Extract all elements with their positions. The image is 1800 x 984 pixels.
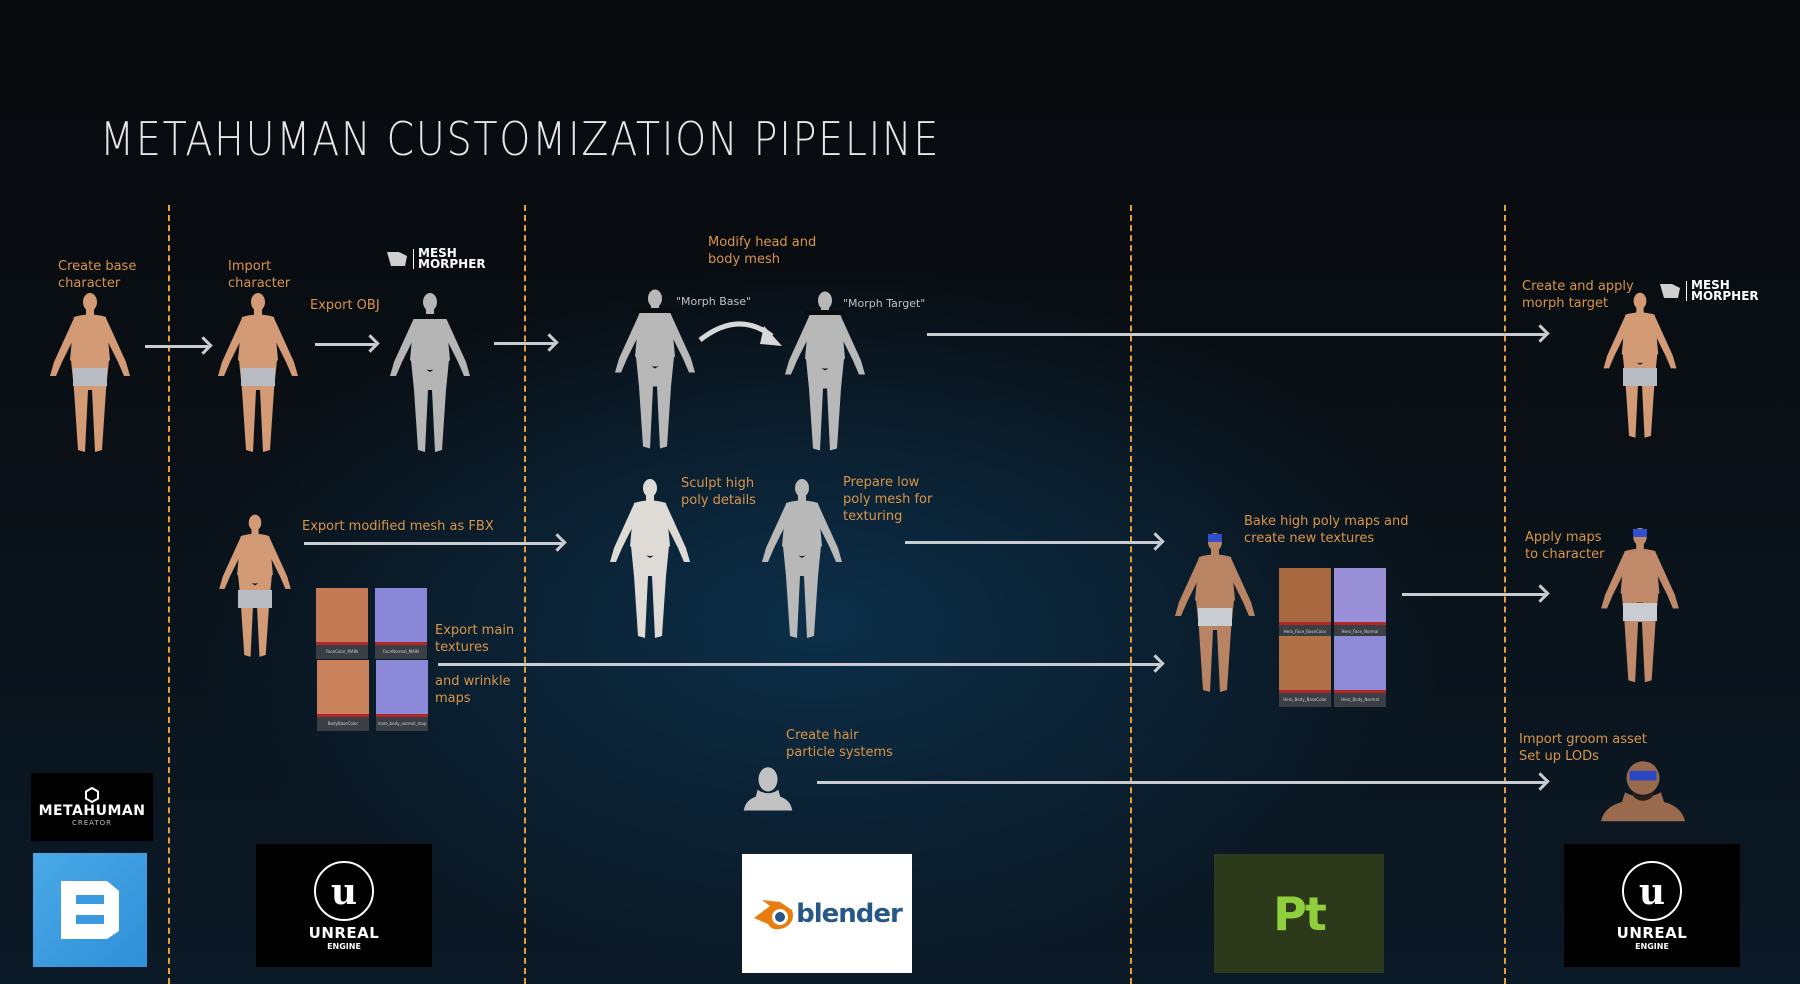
label-bake-maps: Bake high poly maps and create new textu… <box>1244 514 1409 546</box>
figure-morph-base <box>605 284 705 459</box>
label-morph-base: "Morph Base" <box>676 295 752 308</box>
arrow <box>1402 593 1545 596</box>
daz-bridge-logo <box>33 853 147 967</box>
logo-text: blender <box>796 898 903 929</box>
mesh-morpher-icon <box>1660 284 1680 298</box>
blender-logo: blender <box>742 854 912 973</box>
arrow <box>817 781 1545 784</box>
unreal-engine-logo: u UNREAL ENGINE <box>256 844 432 967</box>
texture-image <box>1334 568 1386 625</box>
metahuman-creator-logo: METAHUMAN CREATOR <box>31 773 153 841</box>
texture-image <box>316 588 368 645</box>
logo-text: MORPHER <box>1691 289 1759 303</box>
figure-morph-target <box>775 286 875 461</box>
figure-morphed-character <box>1590 290 1690 445</box>
figure-obj-mesh <box>380 290 480 460</box>
texture-label: BodyBaseColor <box>317 717 369 731</box>
substance-painter-logo: Pt <box>1214 854 1384 973</box>
texture-image <box>317 660 369 717</box>
unreal-u-icon: u <box>314 861 374 921</box>
arrow <box>315 343 375 346</box>
texture-image <box>1279 568 1331 625</box>
label-export-obj: Export OBJ <box>310 298 380 313</box>
label-import-character: Import character <box>228 259 291 291</box>
logo-text: UNREAL <box>1616 924 1688 942</box>
svg-text:u: u <box>331 871 357 913</box>
logo-text: UNREAL <box>308 924 380 942</box>
arrow <box>927 333 1545 336</box>
figure-baked-character <box>1165 530 1265 700</box>
label-morph-target: "Morph Target" <box>843 297 926 310</box>
texture-thumbnail: FaceColor_MAIN <box>316 588 368 659</box>
texture-thumbnail: Hero_Body_BaseColor <box>1279 636 1331 707</box>
label-prepare-low-poly: Prepare low poly mesh for texturing <box>843 475 933 524</box>
metahuman-icon <box>85 787 99 803</box>
figure-imported-character <box>208 290 308 460</box>
label-create-hair: Create hair particle systems <box>786 728 893 760</box>
bridge-b-icon <box>61 881 119 939</box>
texture-label: Hero_Face_Normal <box>1334 625 1386 639</box>
texture-label: Hero_Body_Normal <box>1334 693 1386 707</box>
texture-label: FaceColor_MAIN <box>316 645 368 659</box>
arrow <box>145 345 208 348</box>
texture-label: FaceNormal_MAIN <box>375 645 427 659</box>
texture-thumbnail: Hero_Face_BaseColor <box>1279 568 1331 639</box>
logo-text: METAHUMAN <box>38 803 146 819</box>
logo-subtext: ENGINE <box>327 942 361 951</box>
label-apply-maps: Apply maps to character <box>1525 530 1605 562</box>
arrow <box>494 342 554 345</box>
mesh-morpher-icon <box>387 252 407 266</box>
figure-low-poly-mesh <box>752 476 852 646</box>
texture-image <box>1334 636 1386 693</box>
label-sculpt-high-poly: Sculpt high poly details <box>681 476 756 508</box>
stage-divider <box>1130 205 1132 984</box>
label-wrinkle-maps: and wrinkle maps <box>435 674 511 706</box>
logo-text: Pt <box>1273 886 1327 941</box>
label-import-groom: Import groom asset Set up LODs <box>1519 732 1647 764</box>
logo-subtext: ENGINE <box>1635 942 1669 951</box>
logo-text: MESH <box>1691 278 1730 292</box>
unreal-u-icon: u <box>1622 861 1682 921</box>
unreal-engine-logo: u UNREAL ENGINE <box>1564 844 1740 967</box>
logo-text: MESH <box>418 246 457 260</box>
figure-final-textured-character <box>1590 525 1690 690</box>
texture-thumbnail: Hero_Body_Normal <box>1334 636 1386 707</box>
texture-image <box>376 660 428 717</box>
label-modify-mesh: Modify head and body mesh <box>708 235 817 267</box>
arrow <box>304 542 562 545</box>
texture-thumbnail: FaceNormal_MAIN <box>375 588 427 659</box>
texture-thumbnail: BodyBaseColor <box>317 660 369 731</box>
figure-modified-character <box>205 512 305 664</box>
arrow <box>905 541 1160 544</box>
blender-icon <box>754 899 794 929</box>
texture-thumbnail: male_body_normal_map <box>376 660 428 731</box>
stage-divider <box>524 205 526 984</box>
stage-divider <box>168 205 170 984</box>
label-create-apply-morph: Create and apply morph target <box>1522 279 1634 311</box>
curved-arrow-icon <box>698 321 782 346</box>
label-export-main-textures: Export main textures <box>435 623 515 655</box>
texture-label: male_body_normal_map <box>376 717 428 731</box>
logo-subtext: CREATOR <box>71 819 113 827</box>
texture-label: Hero_Body_BaseColor <box>1279 693 1331 707</box>
figure-groomed-head <box>1598 754 1688 826</box>
texture-thumbnail: Hero_Face_Normal <box>1334 568 1386 639</box>
texture-image <box>375 588 427 645</box>
arrow <box>438 663 1160 666</box>
texture-label: Hero_Face_BaseColor <box>1279 625 1331 639</box>
figure-head-bust <box>742 762 794 814</box>
label-create-base-character: Create base character <box>58 259 137 291</box>
label-export-fbx: Export modified mesh as FBX <box>302 519 494 534</box>
svg-text:u: u <box>1639 871 1665 913</box>
figure-base-character <box>40 290 140 460</box>
page-title: METAHUMAN CUSTOMIZATION PIPELINE <box>100 112 941 166</box>
logo-text: MORPHER <box>418 257 486 271</box>
texture-image <box>1279 636 1331 693</box>
